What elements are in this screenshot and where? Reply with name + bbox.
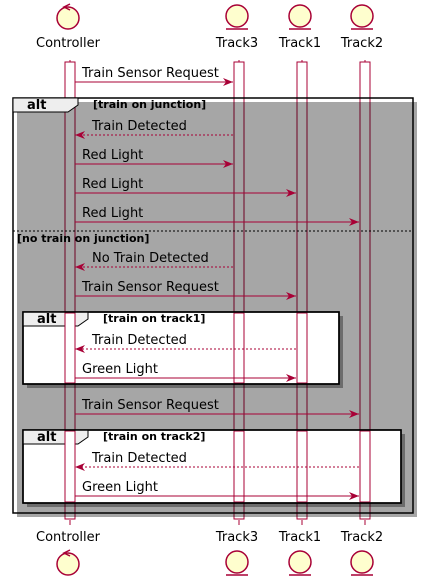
message-label: Train Detected — [91, 451, 187, 466]
control-icon — [56, 552, 80, 576]
message-label: Train Sensor Request — [81, 280, 219, 295]
control-icon — [56, 6, 80, 30]
controller-foot: Controller — [36, 530, 101, 576]
messages — [75, 78, 359, 500]
participant-label-track2: Track2 — [340, 36, 383, 51]
message-label: No Train Detected — [92, 251, 209, 266]
entity-icon — [288, 4, 312, 28]
message-label: Red Light — [82, 177, 143, 192]
message-label: Red Light — [82, 148, 143, 163]
participant-label-controller-bottom: Controller — [36, 530, 101, 545]
message-label: Green Light — [82, 362, 158, 377]
fragment-guard: [no train on junction] — [17, 232, 149, 245]
message-labels: Train Sensor Request Train Detected Red … — [81, 66, 219, 495]
message-label: Red Light — [82, 206, 143, 221]
activation-track3 — [233, 61, 245, 520]
message-label: Train Sensor Request — [81, 398, 219, 413]
fragment-keyword: alt — [27, 98, 46, 113]
activation-track2 — [359, 430, 371, 503]
participant-label-track3: Track3 — [215, 36, 258, 51]
activation-controller — [64, 312, 76, 384]
message-label: Green Light — [82, 480, 158, 495]
entity-icon — [350, 4, 374, 28]
entity-icon — [350, 550, 374, 574]
participant-label-track2-bottom: Track2 — [340, 530, 383, 545]
entity-icon — [225, 4, 249, 28]
track2-foot: Track2 — [340, 530, 383, 576]
activation-track2 — [359, 61, 371, 520]
entity-icon — [225, 550, 249, 574]
activation-controller — [64, 430, 76, 503]
track3-head: Track3 — [215, 4, 258, 51]
activation-track3 — [233, 312, 245, 384]
track3-foot: Track3 — [215, 530, 258, 576]
participant-label-controller: Controller — [36, 36, 101, 51]
entity-icon — [288, 550, 312, 574]
participants-bottom: Controller Track3 Track1 Track2 — [36, 530, 383, 576]
activation-track1 — [296, 312, 308, 384]
track2-head: Track2 — [340, 4, 383, 51]
fragment-guard: [train on track1] — [103, 312, 205, 325]
activation-controller — [64, 61, 76, 520]
track1-head: Track1 — [278, 4, 321, 51]
fragment-keyword: alt — [37, 312, 56, 327]
participant-label-track1: Track1 — [278, 36, 321, 51]
activation-track1 — [296, 61, 308, 520]
fragment-inner-alt-2: alt [train on track2] — [22, 429, 405, 507]
activations — [64, 61, 371, 520]
fragment-guard: [train on track2] — [103, 430, 205, 443]
participant-label-track1-bottom: Track1 — [278, 530, 321, 545]
track1-foot: Track1 — [278, 530, 321, 576]
message-label: Train Detected — [91, 119, 187, 134]
frame-borders-overlay — [22, 311, 402, 504]
controller-head: Controller — [36, 3, 101, 51]
participant-label-track3-bottom: Track3 — [215, 530, 258, 545]
message-label: Train Detected — [91, 333, 187, 348]
participants-top: Controller Track3 Track1 Track2 — [36, 3, 383, 51]
fragment-keyword: alt — [37, 430, 56, 445]
fragment-guard: [train on junction] — [93, 98, 206, 111]
message-label: Train Sensor Request — [81, 66, 219, 81]
